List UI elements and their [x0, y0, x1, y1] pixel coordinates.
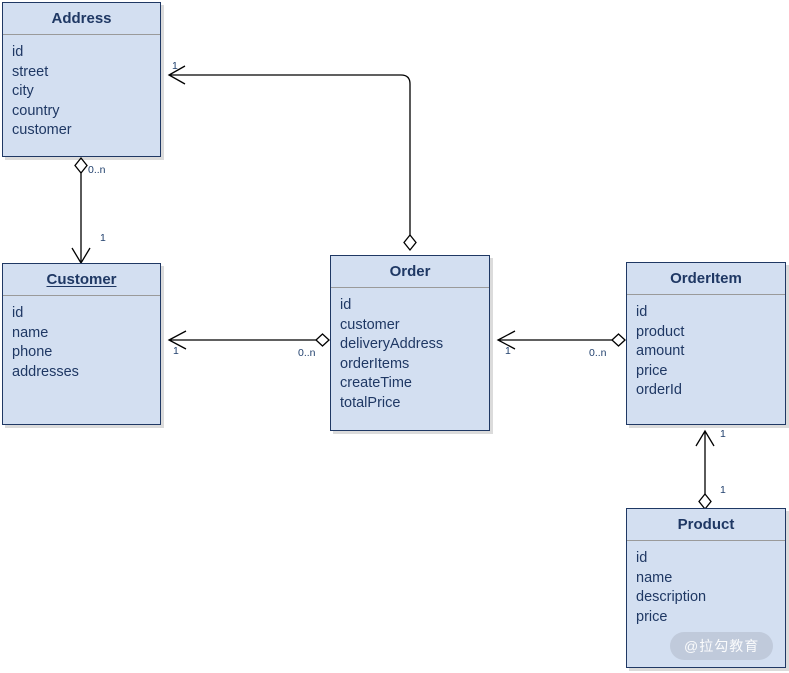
attribute-row: street: [12, 63, 49, 80]
multiplicity-label: 1: [720, 484, 726, 496]
attribute-row: description: [636, 589, 707, 606]
multiplicity-label: 1: [173, 345, 179, 357]
uml-class-address[interactable]: Address id street city country customer: [2, 2, 161, 157]
attribute-row: id: [340, 297, 352, 313]
attribute-row: product: [636, 323, 685, 340]
watermark: @拉勾教育: [670, 632, 774, 660]
class-title-orderitem: OrderItem: [627, 263, 785, 295]
attribute-row: phone: [12, 344, 53, 361]
uml-class-orderitem[interactable]: OrderItem id product amount price orderI…: [626, 262, 786, 425]
attribute-row: customer: [12, 122, 72, 139]
edge-product-orderitem: [695, 429, 715, 511]
attribute-row: id: [12, 305, 24, 321]
class-title-address: Address: [3, 3, 160, 35]
attribute-row: createTime: [340, 375, 412, 392]
attribute-row: name: [636, 569, 673, 586]
attribute-row: price: [636, 362, 668, 379]
multiplicity-label: 1: [100, 232, 106, 244]
class-attributes-address: id street city country customer: [3, 35, 160, 147]
multiplicity-label: 1: [720, 428, 726, 440]
multiplicity-label: 1: [505, 345, 511, 357]
uml-class-customer[interactable]: Customer id name phone addresses: [2, 263, 161, 425]
attribute-row: price: [636, 608, 668, 625]
class-attributes-customer: id name phone addresses: [3, 296, 160, 388]
multiplicity-label: 0..n: [298, 347, 316, 359]
attribute-row: orderId: [636, 382, 682, 399]
class-attributes-orderitem: id product amount price orderId: [627, 295, 785, 407]
attribute-row: addresses: [12, 363, 79, 380]
class-title-order: Order: [331, 256, 489, 288]
multiplicity-label: 0..n: [88, 164, 106, 176]
attribute-row: id: [636, 304, 648, 320]
edge-order-address: [167, 65, 417, 252]
multiplicity-label: 0..n: [589, 347, 607, 359]
attribute-row: city: [12, 83, 34, 100]
class-attributes-product: id name description price: [627, 541, 785, 633]
attribute-row: amount: [636, 343, 685, 360]
attribute-row: totalPrice: [340, 394, 401, 411]
attribute-row: deliveryAddress: [340, 336, 444, 353]
attribute-row: orderItems: [340, 355, 410, 372]
attribute-row: id: [636, 550, 648, 566]
attribute-row: country: [12, 102, 60, 119]
attribute-row: id: [12, 44, 24, 60]
uml-class-product[interactable]: Product id name description price: [626, 508, 786, 668]
class-attributes-order: id customer deliveryAddress orderItems c…: [331, 288, 489, 420]
attribute-row: name: [12, 324, 49, 341]
class-title-customer: Customer: [3, 264, 160, 296]
multiplicity-label: 1: [172, 60, 178, 72]
attribute-row: customer: [340, 316, 400, 333]
class-title-product: Product: [627, 509, 785, 541]
uml-class-order[interactable]: Order id customer deliveryAddress orderI…: [330, 255, 490, 431]
